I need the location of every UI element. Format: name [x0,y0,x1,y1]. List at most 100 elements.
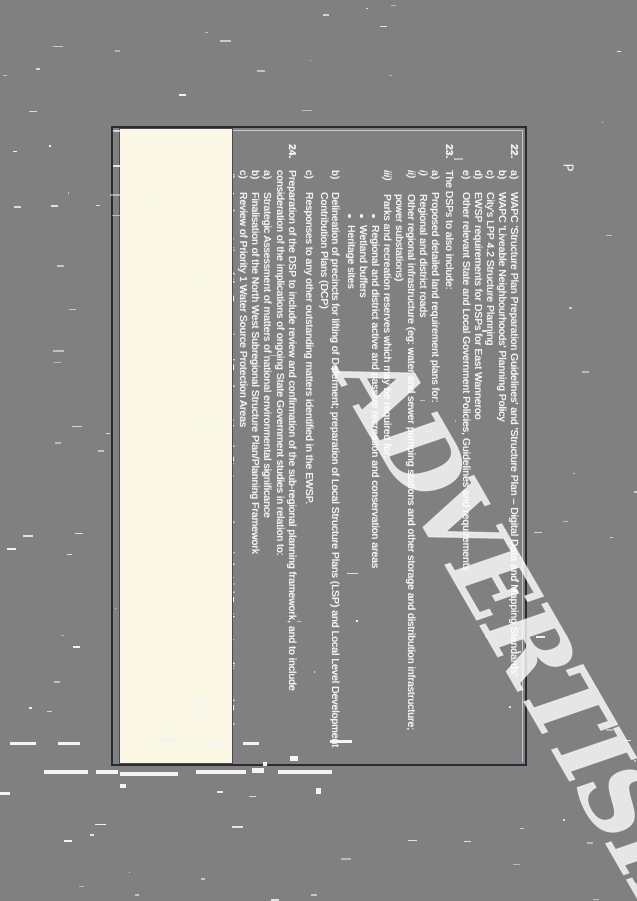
clause-22-body: a) WAPC 'Structure Plan Preparation Guid… [459,170,519,754]
scan-speck [115,50,120,52]
list-item: i) Regional and district roads [416,170,428,754]
scan-speck [54,362,61,363]
list-item: Wetland buffers [356,212,368,754]
scan-speck [55,442,61,444]
list-item: b) Delineation of precincts for lifting … [317,170,341,754]
list-item: d) EWSP requirements for DSPs for East W… [471,170,483,754]
scan-speck [249,796,256,797]
scan-speck [68,192,69,194]
scan-speck [205,32,208,33]
list-item: Heritage sites [344,212,356,754]
scan-speck [569,307,572,309]
list-marker: a) [260,170,272,180]
scan-speck [389,75,392,76]
scan-speck [610,537,613,538]
list-item: b) WAPC 'Liveable Neighbourhoods' Planni… [495,170,507,754]
blank-content-block [119,128,233,764]
scan-speck [302,110,312,111]
list-item: a) WAPC 'Structure Plan Preparation Guid… [507,170,519,754]
scan-speck [51,205,58,207]
scan-speck [75,533,83,534]
corner-scan-mark: P [559,163,575,172]
scan-speck [602,122,603,123]
scan-speck [232,826,243,828]
list-item: a) Proposed detailed land requirement pl… [428,170,440,754]
scan-speck [53,46,63,47]
scan-speck [534,532,542,533]
scan-speck [408,840,417,841]
list-text: WAPC 'Structure Plan Preparation Guideli… [508,192,519,677]
list-text: WAPC 'Liveable Neighbourhoods' Planning … [495,192,507,422]
scan-speck [96,205,100,206]
scan-streak [316,788,321,794]
scan-speck [536,636,545,638]
scan-speck [72,426,82,427]
list-marker: e) [459,170,471,180]
rotated-page-wrapper: 22. a) WAPC 'Structure Plan Preparation … [103,120,637,901]
list-item: c) Review of Priority 1 Water Source Pro… [236,170,248,754]
scan-speck [257,70,265,72]
scan-streak [10,742,36,745]
scan-streak [58,742,80,745]
scan-speck [217,791,223,793]
scan-speck [520,828,524,829]
clause-23-lead: The DSPs to also include: [442,170,454,290]
scan-speck [129,872,130,873]
scan-speck [634,760,636,762]
scan-speck [57,265,64,267]
list-text: Responses to any other outstanding matte… [303,192,314,505]
scan-speck [61,635,64,636]
scan-speck [464,841,471,842]
scan-speck [563,521,568,522]
scan-speck [380,26,387,27]
list-text: City's LPP 4.2 Structure Planning [483,192,495,346]
clause-24-lead: Preparation of the DSP to include review… [274,170,297,691]
scan-speck [53,350,64,352]
clause-22: 22. a) WAPC 'Structure Plan Preparation … [459,144,519,754]
scan-speck [593,899,599,900]
scan-speck [67,554,72,555]
list-text: Other relevant State and Local Governmen… [459,192,471,571]
list-text: Regional and district roads [416,194,428,318]
scan-speck [14,206,21,208]
scan-speck [310,60,311,61]
scan-speck [391,5,396,6]
scan-speck [49,145,51,147]
scan-speck [220,40,231,42]
scan-speck [563,819,565,821]
scan-speck [64,840,72,842]
list-marker: c) [236,170,248,179]
scan-speck [632,883,637,885]
scan-speck [606,235,612,236]
list-text: Parks and recreation reserves which may … [381,194,393,459]
list-item: b) Finalisation of the North West Subreg… [248,170,260,754]
list-text: Finalisation of the North West Subregion… [248,192,260,554]
clause-22-number: 22. [508,144,519,159]
scan-speck [582,371,589,373]
list-item: iii) Parks and recreation reserves which… [380,170,392,754]
list-text: Review of Priority 1 Water Source Protec… [236,192,248,428]
list-marker: b) [495,170,507,180]
clause-23-list: a) Proposed detailed land requirement pl… [428,170,440,754]
clause-23a-bullet-list: Regional and district active and passive… [344,212,380,754]
list-text: Delineation of precincts for lifting of … [317,192,341,748]
scan-speck [23,535,33,537]
scan-speck [341,858,351,860]
scan-speck [606,729,613,731]
list-marker: a) [508,170,519,180]
list-item: c) City's LPP 4.2 Structure Planning [483,170,495,754]
scan-speck [13,151,17,152]
document-body-text: 22. a) WAPC 'Structure Plan Preparation … [184,144,519,754]
scan-speck [7,548,16,550]
list-marker: iii) [381,170,393,181]
list-marker: c) [483,170,495,179]
list-item: a) Strategic Assessment of matters of na… [260,170,272,754]
scan-speck [54,681,60,683]
clause-23: 23. The DSPs to also include: a) Propose… [302,144,454,754]
scan-speck [573,473,575,474]
list-marker: b) [329,170,341,180]
list-item: Regional and district active and passive… [368,212,380,754]
scan-streak [120,784,126,788]
scan-streak [0,792,10,795]
list-text: Strategic Assessment of matters of natio… [260,192,272,518]
